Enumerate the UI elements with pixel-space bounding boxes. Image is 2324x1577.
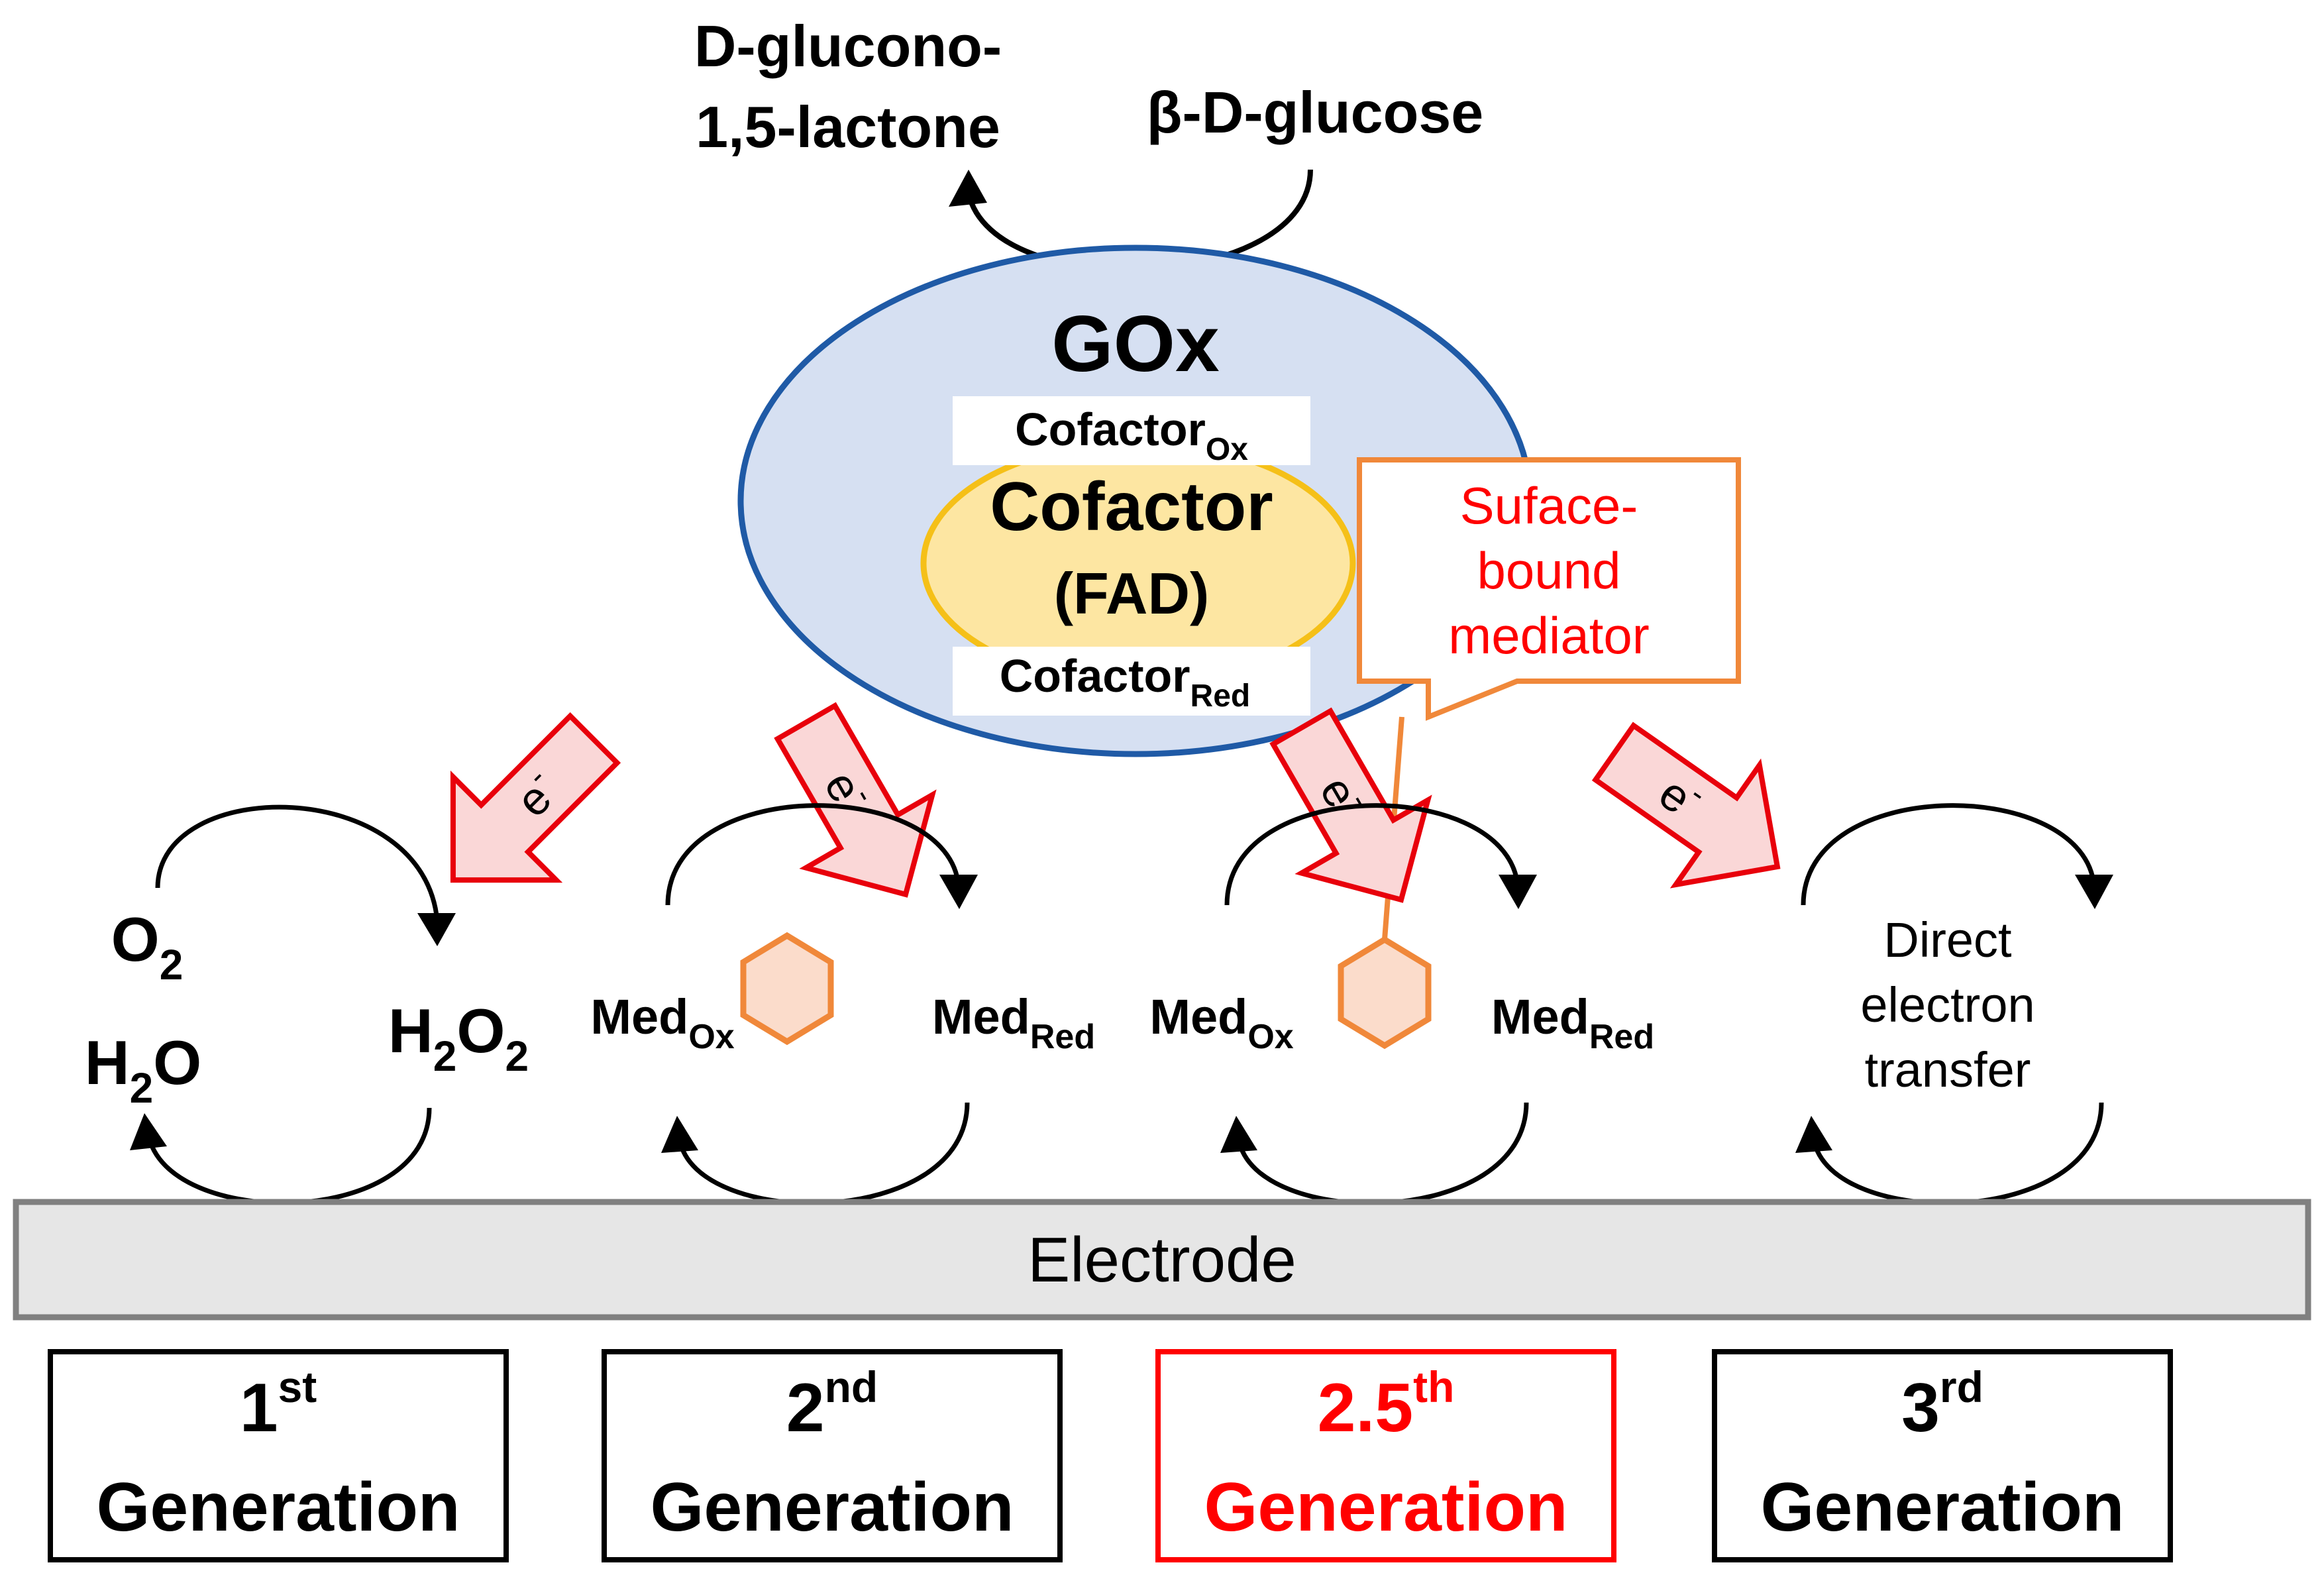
cycle-arc-bottom	[677, 1102, 970, 1206]
electron-arrow-1: e-	[450, 712, 621, 883]
generation-number: 2nd	[786, 1362, 878, 1446]
generation-word: Generation	[651, 1469, 1014, 1546]
cycle-arrowhead-top	[2075, 875, 2113, 909]
med-ox-label: MedOx	[590, 989, 734, 1056]
cofactor-main-line2: (FAD)	[1054, 561, 1210, 626]
det-line3: transfer	[1865, 1042, 2031, 1097]
surface-bound-callout: Suface- bound mediator	[1357, 457, 1741, 940]
generation-word: Generation	[97, 1469, 460, 1546]
mediator-hexagon	[740, 932, 834, 1046]
product-label-line1: D-glucono-	[694, 13, 1002, 79]
cycle-arc-top	[155, 804, 440, 922]
second-generation-cycle: MedOx MedRed	[590, 803, 1095, 1206]
cycle-arc-top	[665, 803, 961, 906]
generation-box-border	[1712, 1349, 2173, 1562]
enzyme-name: GOx	[1051, 299, 1219, 388]
reactant-label: β-D-glucose	[1147, 80, 1483, 145]
med-red-label: MedRed	[932, 989, 1095, 1056]
electron-arrow-shape	[1591, 722, 1781, 889]
generation-number: 2.5th	[1318, 1362, 1455, 1446]
generation-box-3: 3rd Generation	[1712, 1349, 2173, 1562]
h2o-label: H2O	[85, 1028, 202, 1112]
cycle-arrowhead-bottom	[130, 1113, 167, 1150]
generation-box-1: 1st Generation	[48, 1349, 509, 1562]
product-label-line2: 1,5-lactone	[696, 94, 1000, 160]
cofactor-red-box	[953, 647, 1310, 716]
mediator-hexagon	[1338, 936, 1432, 1050]
cycle-arc-bottom	[1811, 1102, 2104, 1206]
cofactor-ox-label: CofactorOx	[1015, 404, 1248, 467]
med-ox-label: MedOx	[1149, 989, 1293, 1056]
enzyme-gox: GOx CofactorOx Cofactor (FAD) CofactorRe…	[737, 245, 1534, 757]
generation-number: 1st	[240, 1362, 317, 1446]
generation-box-border	[48, 1349, 509, 1562]
third-generation-cycle: Direct electron transfer	[1795, 803, 2113, 1206]
generation-box-border	[602, 1349, 1063, 1562]
h2o2-label: H2O2	[388, 996, 529, 1080]
electron-arrow-2: e-	[774, 702, 937, 898]
electrode: Electrode	[13, 1199, 2311, 1321]
electron-arrow-4: e-	[1591, 722, 1781, 889]
substrate-arrowhead	[949, 170, 987, 207]
cycle-arc-bottom	[1236, 1102, 1529, 1206]
cycle-arrowhead-top	[939, 875, 978, 909]
electron-arrow-shape	[774, 702, 937, 898]
cofactor-ox-box	[953, 396, 1310, 465]
cycle-arrowhead-top	[417, 913, 456, 946]
callout-bubble	[1357, 457, 1741, 721]
det-line1: Direct	[1883, 912, 2012, 967]
electron-arrow-shape	[450, 712, 621, 883]
med-red-label: MedRed	[1491, 989, 1654, 1056]
cycle-arc-top	[1801, 803, 2096, 906]
electrode-label: Electrode	[1028, 1224, 1296, 1295]
generation-word: Generation	[1204, 1469, 1568, 1546]
electrode-bar	[13, 1199, 2311, 1321]
generation-number: 3rd	[1901, 1362, 1983, 1446]
cofactor-red-label: CofactorRed	[1000, 650, 1250, 714]
cofactor-main-line1: Cofactor	[990, 468, 1273, 545]
generation-box-2-5: 2.5th Generation	[1155, 1349, 1616, 1562]
callout-line1: Suface-	[1460, 476, 1638, 535]
o2-label: O2	[111, 904, 184, 989]
det-line2: electron	[1860, 977, 2034, 1032]
substrate-reaction: D-glucono- 1,5-lactone β-D-glucose	[694, 13, 1483, 272]
cycle-arrowhead-bottom	[1795, 1116, 1832, 1153]
generation-word: Generation	[1761, 1469, 2125, 1546]
cycle-arrowhead-bottom	[661, 1116, 698, 1153]
generation-box-2: 2nd Generation	[602, 1349, 1063, 1562]
generation-box-border	[1155, 1349, 1616, 1562]
callout-line2: bound	[1477, 541, 1621, 600]
callout-line3: mediator	[1448, 606, 1649, 665]
cycle-arc-bottom	[146, 1107, 432, 1205]
cycle-arrowhead-top	[1499, 875, 1537, 909]
second-half-generation-cycle: MedOx MedRed	[1149, 803, 1654, 1206]
cycle-arc-top	[1224, 803, 1520, 906]
cycle-arrowhead-bottom	[1220, 1116, 1257, 1153]
